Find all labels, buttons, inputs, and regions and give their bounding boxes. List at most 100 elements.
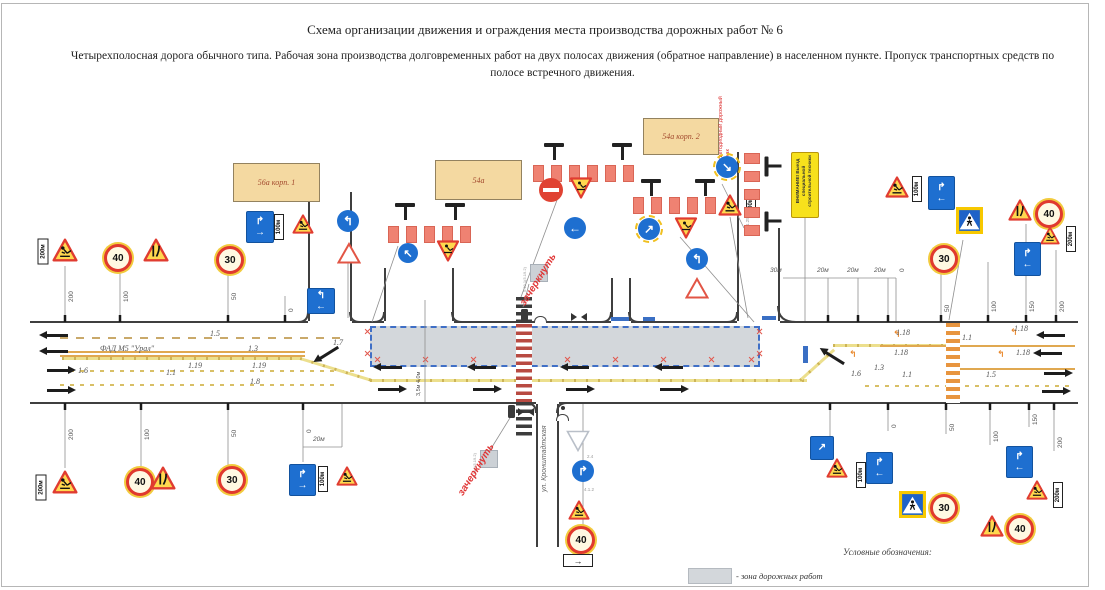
speed-value: 40 [1043, 208, 1055, 220]
speed-limit-30-sign: 30 [216, 246, 244, 274]
lane-arrow-icon: ↱ [298, 468, 307, 480]
attention-board-text: ВНИМАНИЕ! Выезд специальной строительной… [795, 155, 812, 207]
barrier-block [406, 226, 417, 243]
building-label: 56а корп. 1 [257, 178, 296, 187]
led-keep-right-sign: ↘ [712, 152, 742, 182]
arrow-icon: ↱ [577, 464, 589, 478]
marking-label: 1.18 [894, 348, 908, 357]
lane-direction-sign: ↱ ← [928, 176, 955, 210]
give-way-sign-existing [566, 430, 590, 452]
marking-1-18-arrow: ↰ [997, 350, 1005, 360]
temp-yellow-line [370, 379, 807, 382]
speed-limit-30-sign: 30 [930, 494, 958, 522]
distance-label: 150 [1032, 414, 1039, 425]
marking-1-1-line [955, 368, 1075, 370]
lane-arrow-east [1044, 369, 1073, 376]
plate-200m: 200м [1053, 482, 1063, 508]
lane-arrow-icon: ← [316, 300, 326, 312]
lane-arrow-east [1042, 387, 1071, 394]
marking-label: 1.3 [874, 363, 884, 372]
road-works-sign [52, 470, 78, 494]
pedestrian-crossing-sign [899, 491, 926, 518]
road-works-sign-inverted [569, 177, 593, 199]
signal-dome-icon [534, 316, 547, 323]
lane-arrow-icon: ↱ [1023, 247, 1032, 259]
lane-width-dimension: 3,5м 4,0м [416, 371, 422, 396]
speed-limit-40-sign: 40 [1006, 515, 1034, 543]
road-top-edge [352, 321, 384, 323]
marking-label: 1.3 [248, 344, 258, 353]
detour-left-sign: ↰ [686, 248, 708, 270]
sign-stand-icon [695, 179, 715, 196]
marking-label: 1.6 [78, 366, 88, 375]
lane-arrow-east [47, 386, 76, 393]
distance-label: 0 [891, 424, 898, 428]
distance-label: 150 [1029, 301, 1036, 312]
turn-right-sign: ↱ [572, 460, 594, 482]
plate-200m: 200м [37, 238, 49, 265]
traffic-light-icon [508, 405, 515, 418]
distance-label: 30м [770, 267, 782, 274]
speed-limit-30-sign: 30 [930, 245, 958, 273]
barrier-row [633, 197, 716, 214]
give-way-sign [685, 277, 709, 299]
plate-200m: 200м [1066, 226, 1076, 252]
marking-1-1-line [880, 345, 1075, 347]
barrier-block [651, 197, 662, 214]
marking-label: 1.19 [252, 361, 266, 370]
lane-arrow-icon: → [255, 226, 265, 238]
speed-value: 30 [938, 502, 950, 514]
distance-label: 0 [899, 268, 906, 272]
lane-arrow-east [473, 385, 502, 392]
street-edge-kronshtadtskaya [536, 404, 538, 547]
curb-closure [611, 317, 629, 321]
plate-100m: 100м [856, 462, 866, 488]
marking-label: 1.8 [250, 377, 260, 386]
building-54a: 54а [435, 160, 522, 200]
detour-scheme-sign: ↰ ← [307, 288, 335, 314]
direction-plate: → [563, 554, 593, 567]
marking-label: 1.19 [188, 361, 202, 370]
barrier-block [533, 165, 544, 182]
lane-arrow-east [566, 385, 595, 392]
lane-arrow-icon: ↗ [817, 442, 827, 453]
road-works-sign [52, 238, 78, 262]
sign-code: 4.1.2 [584, 487, 595, 492]
driveway-edge [384, 268, 386, 321]
led-keep-right-sign: ↗ [634, 214, 664, 244]
bus-stop-mark [803, 346, 808, 363]
lane-arrow-east [660, 385, 689, 392]
distance-label: 200 [1057, 437, 1064, 448]
building-label: 54а [472, 175, 485, 185]
barrier-block [605, 165, 616, 182]
speed-limit-40-sign: 40 [104, 244, 132, 272]
exit-street-edge [778, 228, 780, 321]
marking-label: 1.18 [1014, 324, 1028, 333]
speed-value: 30 [224, 254, 236, 266]
lane-arrow-west [560, 363, 589, 370]
speed-value: 40 [134, 476, 146, 488]
arrow-icon: ↰ [342, 214, 354, 228]
road-works-sign [292, 214, 314, 234]
temp-yellow-line [62, 357, 302, 360]
road-narrows-sign [143, 238, 169, 262]
distance-label: 100 [144, 429, 151, 440]
lane-arrow-west [467, 363, 496, 370]
signal-horns-icon [571, 313, 587, 322]
plate-100m: 100м [912, 176, 922, 202]
legend-work-zone-label: - зона дорожных работ [736, 571, 823, 581]
marking-1-3-line [60, 351, 305, 353]
sign-code: 2.4 [587, 454, 594, 459]
exit-street-edge [737, 152, 739, 321]
marking-label: 1.7 [333, 338, 343, 347]
barrier-block [587, 165, 598, 182]
distance-label: 50 [231, 292, 238, 300]
arrow-icon: → [573, 555, 583, 566]
road-works-sign [1026, 480, 1048, 500]
arrow-icon: ↰ [691, 252, 703, 266]
street-name: ул. Кронштадтская [541, 425, 548, 492]
road-works-sign [885, 176, 909, 198]
distance-label: 100 [991, 301, 998, 312]
barrier-block [705, 197, 716, 214]
